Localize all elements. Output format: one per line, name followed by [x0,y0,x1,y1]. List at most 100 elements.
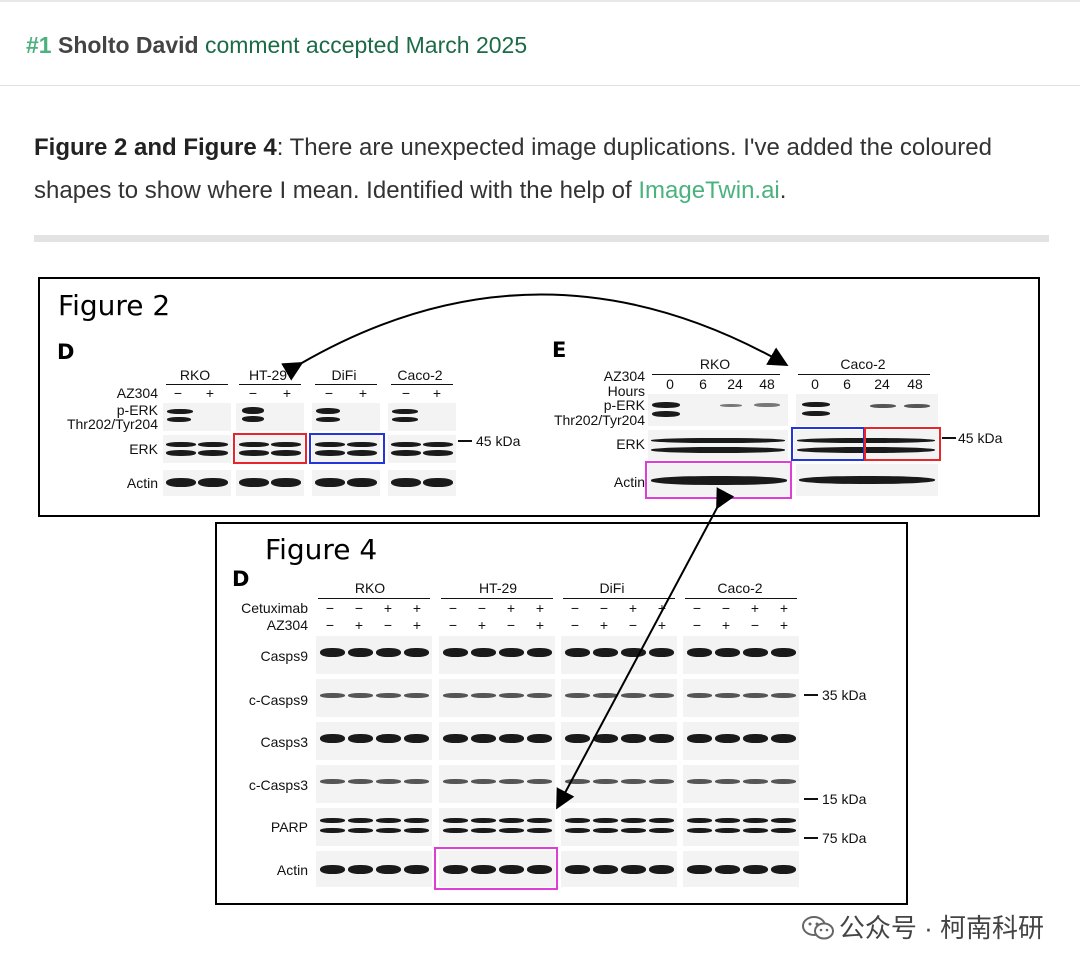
fig2e-hour: 24 [874,376,890,392]
band [499,779,524,784]
band [471,865,496,874]
fig2d-underline [315,384,377,385]
blot [388,470,456,496]
band [743,828,768,833]
band [593,828,618,833]
band [239,442,269,447]
fig2e-hour: 6 [843,376,851,392]
band [687,865,712,874]
band [443,693,468,698]
watermark: 公众号 · 柯南科研 [801,908,1044,945]
blot [439,722,555,760]
band [743,865,768,874]
band [347,450,377,456]
band [499,734,524,743]
band [376,779,401,784]
blot [439,636,555,674]
band [423,478,453,487]
band [315,478,345,487]
comment-text: : There are unexpected image duplication… [34,134,992,204]
blot [163,403,231,431]
comment-author[interactable]: Sholto David [57,32,199,58]
blot [794,430,938,460]
band [527,648,552,657]
band [771,865,796,874]
band [239,478,269,487]
fig4d-sign: − [325,600,335,616]
band [471,828,496,833]
fig2d-underline [391,384,453,385]
band [799,476,935,484]
band [771,779,796,784]
band [471,818,496,823]
wechat-icon [801,916,834,940]
fig4d-sign: + [506,600,516,616]
blot [439,765,555,803]
fig4d-underline [685,598,797,599]
comment-number[interactable]: #1 [26,32,52,58]
band [198,442,228,447]
band [754,403,780,407]
band [316,408,340,414]
band [391,442,421,447]
band [771,648,796,657]
blot [796,464,938,496]
band [348,734,373,743]
band [565,818,590,823]
band [348,693,373,698]
figure-4-title: Figure 4 [265,533,378,566]
band [376,828,401,833]
band [649,818,674,823]
band [320,818,345,823]
band [471,693,496,698]
band [743,779,768,784]
band [391,450,421,456]
arrow-fig2e-to-fig4d [556,487,735,810]
band [198,478,228,487]
band [687,818,712,823]
band [743,818,768,823]
band [423,450,453,456]
comment-header-bar: #1 Sholto David comment accepted March 2… [0,0,1080,86]
band [320,648,345,657]
band [715,865,740,874]
imagetwin-link[interactable]: ImageTwin.ai [638,177,780,204]
band [348,828,373,833]
band [348,648,373,657]
fig2e-hours-label: Hours [607,383,645,399]
band [404,648,429,657]
band [166,442,196,447]
fig2d-row-actin: Actin [126,475,158,491]
fig2e-cell-caco2: Caco-2 [840,356,886,372]
band [392,417,418,422]
blot [561,808,677,846]
comment-header: #1 Sholto David comment accepted March 2… [26,32,527,59]
band [404,828,429,833]
band [404,865,429,874]
kda-tick [458,440,472,442]
blot [316,636,432,674]
fig2d-row-erk: ERK [129,441,158,457]
fig2d-cell-rko: RKO [179,367,211,383]
fig4d-row-ccasps3: c-Casps3 [248,777,308,793]
fig4d-sign: − [383,617,393,633]
band [527,693,552,698]
band [315,442,345,447]
blot [683,808,799,846]
fig4d-sign: + [779,600,789,616]
fig4d-sign: − [750,617,760,633]
band [242,407,264,414]
band [443,828,468,833]
band [320,779,345,784]
band [621,818,646,823]
blot [316,851,432,887]
arrow-fig2d-to-fig2e [281,293,789,381]
fig4d-sign: − [506,617,516,633]
kda-tick [804,798,818,800]
band [376,865,401,874]
band [715,818,740,823]
band [320,734,345,743]
band [527,865,552,874]
fig4d-treat1-label: Cetuximab [241,600,308,616]
comment-body: Figure 2 and Figure 4: There are unexpec… [34,126,1044,212]
